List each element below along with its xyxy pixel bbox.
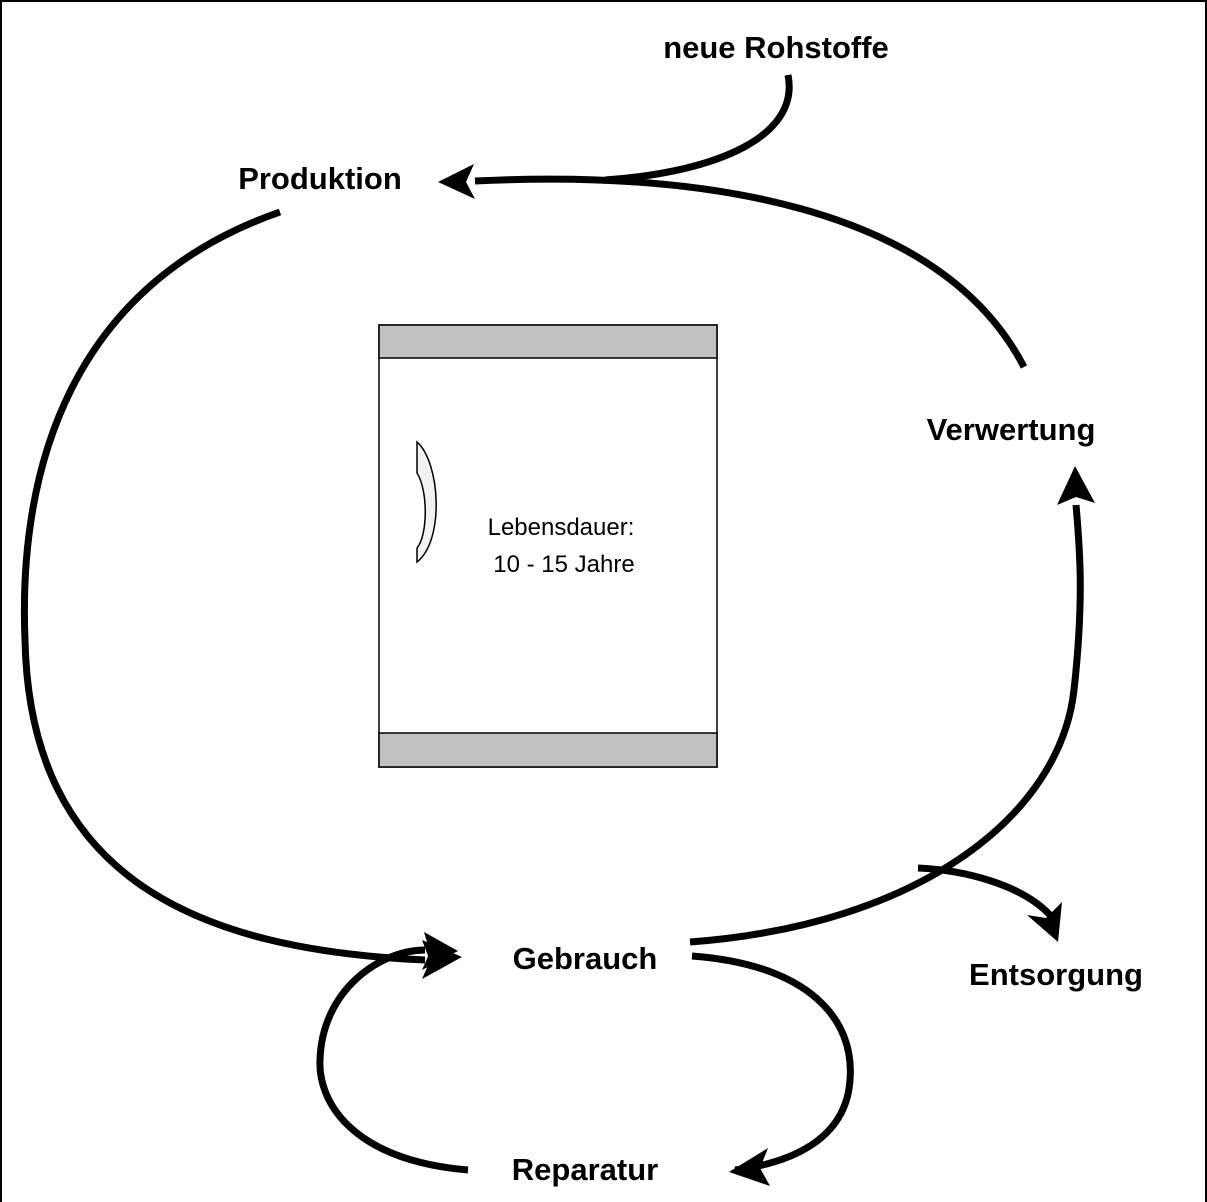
label-neue-rohstoffe: neue Rohstoffe (663, 30, 889, 65)
arrow-verwertung-to-produktion (474, 175, 1028, 369)
arrow-head-entsorgung (1027, 902, 1062, 942)
label-produktion: Produktion (238, 161, 402, 196)
refrigerator-bottom-bar (378, 732, 718, 768)
arrow-head-gebrauch-repair (422, 932, 458, 970)
refrigerator: Lebensdauer: 10 - 15 Jahre (378, 324, 718, 768)
arrow-neue-rohstoffe (604, 74, 793, 184)
arrow-head-reparatur (729, 1148, 770, 1186)
door-handle-icon (416, 440, 437, 564)
lifespan-value: 10 - 15 Jahre (493, 551, 634, 578)
refrigerator-body (378, 324, 718, 768)
arrow-reparatur-to-gebrauch (316, 946, 469, 1174)
lifespan-label: Lebensdauer: (488, 514, 635, 541)
refrigerator-top-bar (378, 324, 718, 359)
label-verwertung: Verwertung (927, 412, 1096, 447)
label-reparatur: Reparatur (512, 1152, 658, 1187)
arrow-to-entsorgung (917, 864, 1053, 918)
arrow-gebrauch-to-reparatur (691, 952, 854, 1174)
label-entsorgung: Entsorgung (969, 957, 1143, 992)
arrow-head-verwertung (1057, 466, 1095, 505)
label-gebrauch: Gebrauch (513, 941, 658, 976)
arrow-gebrauch-to-verwertung (689, 504, 1084, 946)
arrow-produktion-to-gebrauch (20, 208, 426, 964)
arrow-head-produktion (438, 164, 475, 199)
